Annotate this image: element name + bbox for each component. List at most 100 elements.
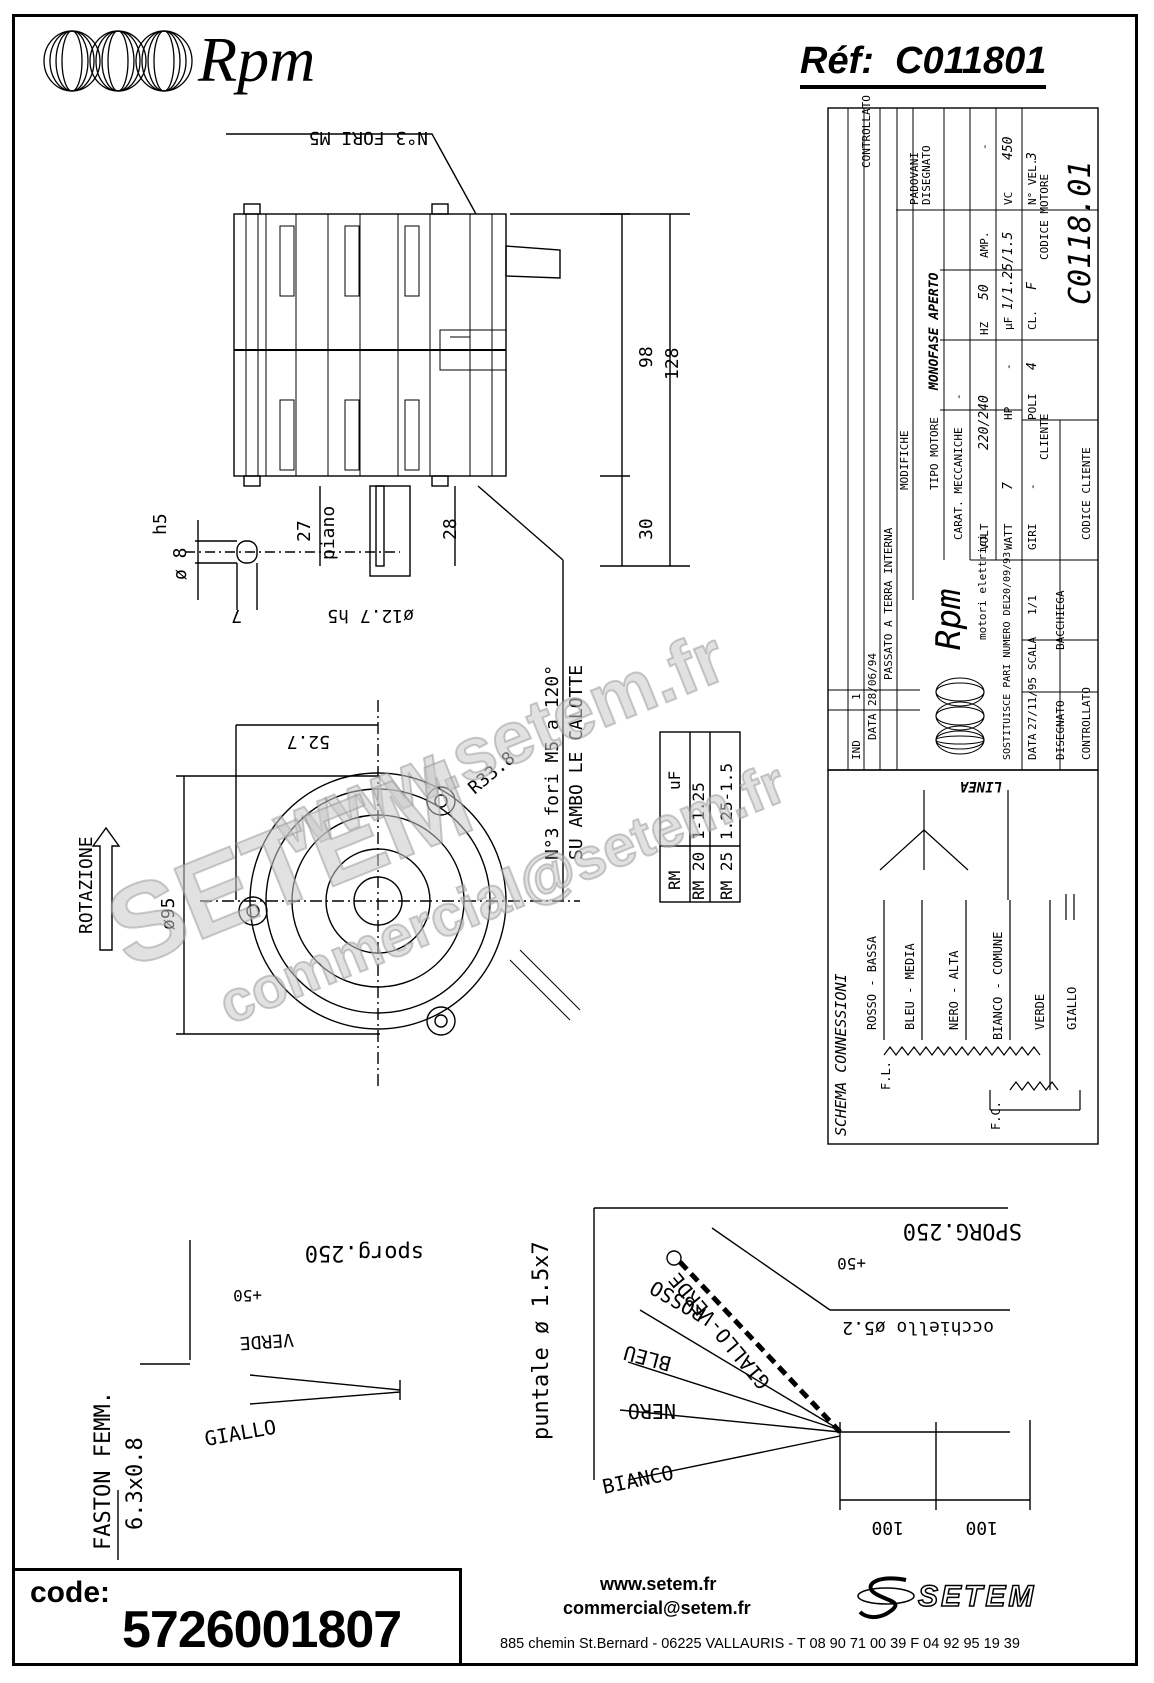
tb-volt-label: VOLT <box>978 523 991 550</box>
tb-ind: IND <box>850 740 863 760</box>
cap-row2-uf: 1.25-1.5 <box>717 763 736 840</box>
wire-bianco: BIANCO <box>600 1460 676 1498</box>
tb-rev-ind: 1 <box>850 693 863 700</box>
dim-100b: 100 <box>965 1517 998 1538</box>
tb-data-value: 27/11/95 <box>1026 677 1039 730</box>
dia8-label: ø 8 <box>170 547 191 580</box>
faston-label: FASTON FEMM. <box>91 1391 116 1550</box>
cap-row1-uf: 1-1.25 <box>689 782 708 840</box>
giallo-left: GIALLO <box>203 1415 278 1451</box>
tb-codice-cliente-label: CODICE CLIENTE <box>1080 447 1093 540</box>
puntale-label: puntale ø 1.5x7 <box>529 1241 554 1440</box>
schema-wire-verde: VERDE <box>1033 994 1047 1030</box>
tb-cl-label: CL. <box>1026 310 1039 330</box>
tb-volt: 220/240 <box>977 395 992 450</box>
reference: Réf: C011801 <box>800 40 1047 89</box>
website-link[interactable]: www.setem.fr <box>600 1574 717 1594</box>
schema-fl: F.L. <box>879 1061 893 1090</box>
dim-98: 98 <box>636 346 657 368</box>
tb-watt: 7 <box>1001 482 1016 490</box>
schema-wire-giallo: GIALLO <box>1065 987 1079 1030</box>
tb-codice-motore-label: CODICE MOTORE <box>1038 174 1051 260</box>
dim-100a: 100 <box>871 1517 904 1538</box>
dia95: ø95 <box>158 897 179 930</box>
tb-cliente-label: CLIENTE <box>1038 414 1051 460</box>
code-box <box>12 1568 462 1666</box>
tb-nvel: 3 <box>1025 152 1040 161</box>
tb-uf-label: µF <box>1002 317 1015 330</box>
tb-carat-value: - <box>952 393 965 400</box>
tb-disegnato-value: BACCHIEGA <box>1054 590 1067 650</box>
code-label: code: <box>30 1576 111 1609</box>
occhiello-label: occhiello ø5.2 <box>842 1317 994 1338</box>
tb-logo-icon <box>935 677 985 755</box>
capacitor-table <box>659 731 741 903</box>
tb-uf: 1/1.25/1.5 <box>1001 232 1016 310</box>
sporg-left: sporg.250 <box>305 1240 424 1265</box>
code-value: 5726001807 <box>122 1601 402 1659</box>
tb-modifiche: MODIFICHE <box>898 430 911 490</box>
rpm-logo-icon <box>43 30 193 92</box>
ref-label: Réf: <box>800 40 874 82</box>
tb-codice-motore: C0118.01 <box>1063 161 1098 306</box>
tb-amp: - <box>978 143 991 150</box>
motor-shaft <box>369 485 411 577</box>
tb-vc: 450 <box>1001 136 1016 160</box>
tb-hz-label: HZ <box>978 321 991 335</box>
sporg-right: SPORG.250 <box>903 1218 1022 1243</box>
tb-watt-label: WATT <box>1002 523 1015 550</box>
tb-hz: 50 <box>977 284 992 300</box>
drawing-frame <box>12 14 1138 1666</box>
email-link[interactable]: commercial@setem.fr <box>563 1598 751 1618</box>
sporg-right-tol: +50 <box>837 1254 866 1273</box>
schema-wire-bleu: BLEU - MEDIA <box>903 943 917 1030</box>
cap-row1-rm: RM 20 <box>689 852 708 900</box>
ref-value: C011801 <box>895 40 1047 82</box>
wire-bleu: BLEU <box>621 1340 674 1376</box>
schema-fc: F.C. <box>989 1101 1003 1130</box>
tb-sostituisce: SOSTITUISCE PARI NUMERO DEL <box>1002 597 1013 760</box>
tb-rev-date: 28/06/94 <box>866 653 879 706</box>
tb-hp-label: HP <box>1002 406 1015 420</box>
shaft-dia: ø12.7 h5 <box>327 605 414 626</box>
tb-rev-desc: PASSATO A TERRA INTERNA <box>882 527 895 680</box>
setem-brand: SETEM <box>917 1579 1037 1614</box>
verde-left: VERDE <box>239 1329 295 1354</box>
tb-padovani: PADOVANI <box>908 152 921 205</box>
address: 885 chemin St.Bernard - 06225 VALLAURIS … <box>500 1636 1020 1652</box>
tb-disegnato-label: DISEGNATO <box>1054 700 1067 760</box>
tb-poli: 4 <box>1025 362 1040 370</box>
h5-label: h5 <box>150 513 171 535</box>
tb-logo-sub: motori elettrici <box>976 534 989 640</box>
faston-size: 6.3x0.8 <box>123 1437 148 1530</box>
schema-wire-nero: NERO - ALTA <box>947 950 961 1030</box>
schema-title: SCHEMA CONNESSIONI <box>832 973 850 1136</box>
dim-128: 128 <box>662 347 683 380</box>
tb-hp: - <box>1002 363 1015 370</box>
cap-header-rm: RM <box>665 871 684 890</box>
tb-carat-label: CARAT. MECCANICHE <box>952 427 965 540</box>
schema-box <box>827 769 1099 1145</box>
tb-tipo-motore-label: TIPO MOTORE <box>928 417 941 490</box>
tb-giri: - <box>1026 483 1039 490</box>
dim-27: 27 <box>294 520 315 542</box>
schema-wire-bianco: BIANCO - COMUNE <box>991 932 1005 1040</box>
schema-linea: LINEA <box>960 778 1002 794</box>
dim-30: 30 <box>636 518 657 540</box>
tb-disegnato-head: DISEGNATO <box>920 145 933 205</box>
piano-label: piano <box>318 506 339 560</box>
dim-52-7: 52.7 <box>287 731 330 752</box>
tb-scala-label: SCALA <box>1026 637 1039 670</box>
rotation-arrow-icon <box>91 826 121 951</box>
cap-header-uf: uF <box>665 771 684 790</box>
tb-poli-label: POLI <box>1026 394 1039 421</box>
tb-cl: F <box>1025 281 1040 290</box>
tb-controllato-head: CONTROLLATO <box>860 95 873 168</box>
tb-controllato-label: CONTROLLATO <box>1080 687 1093 760</box>
wire-giallo-verde: GIALLO-VERDE <box>664 1268 775 1394</box>
tb-giri-label: GIRI <box>1026 524 1039 551</box>
schema-wire-rosso: ROSSO - BASSA <box>865 935 879 1030</box>
tb-data-head: DATA <box>866 713 879 740</box>
tb-scala-value: 1/1 <box>1026 595 1039 615</box>
